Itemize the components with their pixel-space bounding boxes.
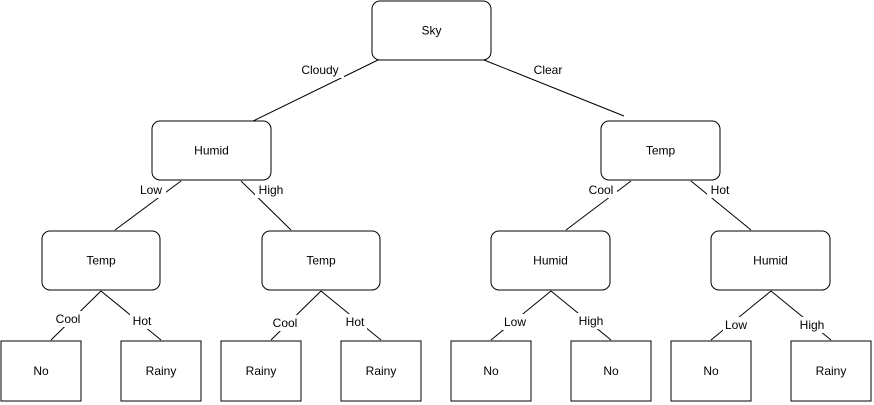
edge-label-cool: Cool [589,183,614,197]
leaf-label: No [483,364,499,378]
node-label: Humid [533,254,568,268]
leaf-label: No [603,364,619,378]
leaf-label: Rainy [366,364,397,378]
node-label: Humid [753,254,788,268]
node-humid: Humid [490,230,611,291]
edge-line-temp-hot [690,180,752,231]
edge-label-hot: Hot [133,314,152,328]
edge-lines [50,59,832,341]
edge-label-clear: Clear [534,63,563,77]
node-temp: Temp [261,230,381,291]
leaf-label: Rainy [816,364,847,378]
edge-line-sky-cloudy [252,59,379,122]
node-humid: Humid [151,120,272,181]
leaf-node: Rainy [220,340,302,402]
node-label: Sky [421,24,441,38]
leaf-node: Rainy [790,340,872,402]
edge-label-low: Low [140,183,162,197]
node-label: Temp [646,144,676,158]
edge-label-high: High [579,314,604,328]
node-humid: Humid [710,230,831,291]
leaf-node: Rainy [340,340,422,402]
edge-label-hot: Hot [711,183,730,197]
edge-line-sky-clear [483,59,625,117]
leaf-node: No [0,340,82,402]
edge-line-humid-high [240,180,292,231]
leaf-node: No [450,340,532,402]
node-temp: Temp [600,120,721,181]
node-sky: Sky [371,0,492,61]
edge-line-humid-low [114,180,182,231]
node-label: Temp [86,254,116,268]
edge-label-high: High [800,318,825,332]
edge-label-cool: Cool [273,316,298,330]
node-temp: Temp [41,230,161,291]
leaf-node: No [570,340,652,402]
edge-label-cloudy: Cloudy [301,63,338,77]
node-label: Humid [194,144,229,158]
edge-label-high: High [259,183,284,197]
leaf-label: No [703,364,719,378]
leaf-node: No [670,340,752,402]
edge-line-temp-cool [565,180,632,231]
edge-line-l2d-low [710,290,772,341]
edge-label-low: Low [504,315,526,329]
edge-labels: Cloudy Clear Low High Cool Hot Cool Hot … [53,62,827,333]
leaf-label: Rainy [146,364,177,378]
edge-label-low: Low [725,318,747,332]
node-label: Temp [306,254,336,268]
edge-label-hot: Hot [346,315,365,329]
leaf-node: Rainy [120,340,202,402]
edge-label-cool: Cool [56,312,81,326]
leaf-label: Rainy [246,364,277,378]
leaf-label: No [33,364,49,378]
